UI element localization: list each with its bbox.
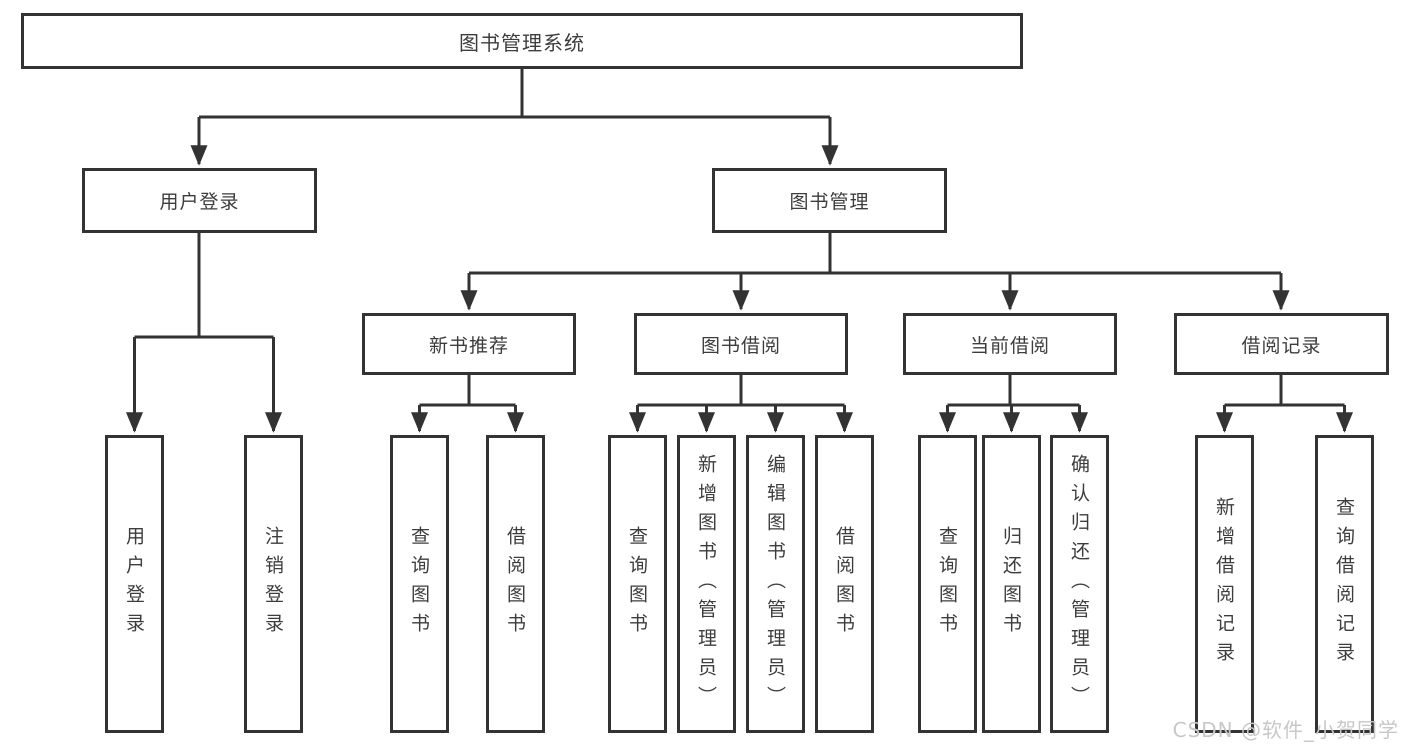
node-label: 查询图书 xyxy=(936,526,958,642)
leaf-query-borrow-record: 查询借阅记录 xyxy=(1315,435,1374,733)
node-label: 借阅图书 xyxy=(504,526,526,642)
node-label: 查询图书 xyxy=(408,526,430,642)
node-label: 图书管理 xyxy=(789,191,870,213)
node-label: 新书推荐 xyxy=(428,334,509,357)
node-label: 用户登录 xyxy=(159,191,240,213)
node-label: 当前借阅 xyxy=(969,334,1050,357)
leaf-query-books-2: 查询图书 xyxy=(608,435,667,733)
leaf-add-book-admin: 新增图书（管理员） xyxy=(677,435,736,733)
node-label: 借阅图书 xyxy=(833,526,855,642)
node-library-management-system: 图书管理系统 xyxy=(21,13,1023,69)
node-label: 借阅记录 xyxy=(1241,334,1322,357)
node-label: 注销登录 xyxy=(262,526,284,642)
leaf-return-book: 归还图书 xyxy=(982,435,1041,733)
node-label: 确认归还（管理员） xyxy=(1068,453,1090,715)
node-borrow-records: 借阅记录 xyxy=(1174,313,1389,375)
node-label: 查询借阅记录 xyxy=(1333,497,1355,671)
node-label: 图书管理系统 xyxy=(459,30,585,55)
leaf-borrow-books-1: 借阅图书 xyxy=(486,435,545,733)
leaf-borrow-books-2: 借阅图书 xyxy=(815,435,874,733)
node-label: 图书借阅 xyxy=(700,334,781,357)
node-label: 新增借阅记录 xyxy=(1213,497,1235,671)
leaf-confirm-return-admin: 确认归还（管理员） xyxy=(1050,435,1109,733)
leaf-add-borrow-record: 新增借阅记录 xyxy=(1195,435,1254,733)
leaf-logout: 注销登录 xyxy=(244,435,303,733)
node-label: 编辑图书（管理员） xyxy=(764,453,786,715)
node-label: 归还图书 xyxy=(1000,526,1022,642)
leaf-query-books-3: 查询图书 xyxy=(918,435,977,733)
node-label: 用户登录 xyxy=(123,526,145,642)
leaf-edit-book-admin: 编辑图书（管理员） xyxy=(746,435,805,733)
node-book-management: 图书管理 xyxy=(712,168,947,233)
node-new-book-recommend: 新书推荐 xyxy=(362,313,576,375)
node-label: 查询图书 xyxy=(626,526,648,642)
node-label: 新增图书（管理员） xyxy=(695,453,717,715)
node-book-borrow: 图书借阅 xyxy=(634,313,848,375)
leaf-user-login: 用户登录 xyxy=(105,435,164,733)
node-user-login: 用户登录 xyxy=(82,168,317,233)
csdn-watermark: CSDN @软件_小贺同学 xyxy=(1172,718,1399,742)
leaf-query-books-1: 查询图书 xyxy=(390,435,449,733)
node-current-borrow: 当前借阅 xyxy=(903,313,1117,375)
